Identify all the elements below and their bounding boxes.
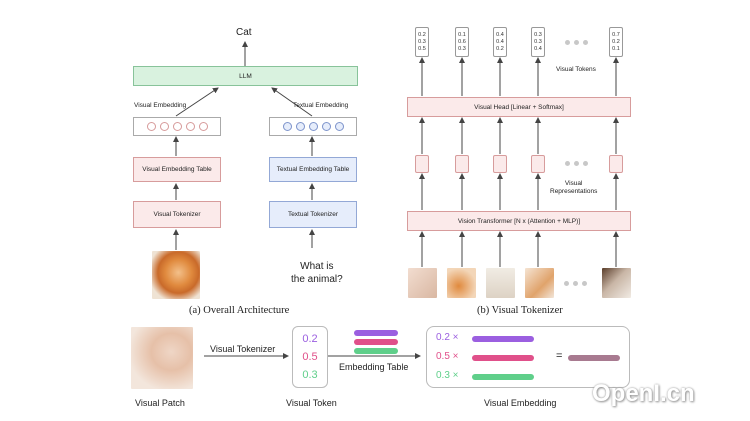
representation-cell bbox=[415, 155, 429, 173]
ellipsis-dots bbox=[565, 161, 588, 166]
ellipsis-dots bbox=[565, 40, 588, 45]
token-probabilities: 0.4 0.4 0.2 bbox=[493, 27, 507, 57]
visual-tokens-label: Visual Tokens bbox=[556, 66, 596, 73]
weight-label-2: 0.5 × bbox=[436, 351, 459, 362]
vision-transformer-block: Vision Transformer [N x (Attention + MLP… bbox=[407, 211, 631, 231]
embedding-circle bbox=[172, 122, 182, 131]
equals-sign: = bbox=[556, 350, 563, 362]
weight-label-1: 0.2 × bbox=[436, 332, 459, 343]
token-value: 0.3 bbox=[534, 38, 542, 45]
token-value: 0.2 bbox=[612, 38, 620, 45]
visual-patch-label: Visual Patch bbox=[135, 398, 185, 408]
representation-cell bbox=[455, 155, 469, 173]
weighted-bar-purple bbox=[472, 336, 534, 342]
result-embedding-bar bbox=[568, 355, 620, 361]
weight-label-3: 0.3 × bbox=[436, 370, 459, 381]
ellipsis-dots bbox=[564, 281, 587, 286]
token-value-3: 0.3 bbox=[302, 369, 318, 381]
embedding-table-label: Embedding Table bbox=[339, 362, 409, 372]
token-value: 0.1 bbox=[612, 45, 620, 52]
token-value: 0.3 bbox=[458, 45, 466, 52]
token-value: 0.2 bbox=[418, 31, 426, 38]
token-value: 0.4 bbox=[534, 45, 542, 52]
token-probabilities: 0.3 0.3 0.4 bbox=[531, 27, 545, 57]
embedding-circle bbox=[159, 122, 169, 131]
token-value: 0.7 bbox=[612, 31, 620, 38]
image-patch bbox=[525, 268, 554, 298]
embedding-circle bbox=[308, 122, 318, 131]
embedding-circle bbox=[198, 122, 208, 131]
embedding-circle bbox=[146, 122, 156, 131]
token-value-2: 0.5 bbox=[302, 351, 318, 363]
image-patch bbox=[447, 268, 476, 298]
textual-tokenizer-block: Textual Tokenizer bbox=[269, 201, 357, 228]
cat-image bbox=[152, 251, 200, 299]
textual-embedding-table: Textual Embedding Table bbox=[269, 157, 357, 182]
visual-head-block: Visual Head [Linear + Softmax] bbox=[407, 97, 631, 117]
visual-tokenizer-block: Visual Tokenizer bbox=[133, 201, 221, 228]
image-patch bbox=[408, 268, 437, 298]
visual-representations-label: Visual Representations bbox=[550, 180, 598, 195]
watermark: OpenI.cn bbox=[592, 380, 695, 407]
embedding-circle bbox=[321, 122, 331, 131]
visual-embedding-label: Visual Embedding bbox=[484, 398, 557, 408]
embedding-circle bbox=[295, 122, 305, 131]
token-value-1: 0.2 bbox=[302, 333, 318, 345]
token-value: 0.2 bbox=[496, 45, 504, 52]
question-text: What is the animal? bbox=[291, 261, 343, 285]
token-value: 0.5 bbox=[418, 45, 426, 52]
token-value: 0.4 bbox=[496, 31, 504, 38]
embedding-row-green bbox=[354, 348, 398, 354]
token-value: 0.4 bbox=[496, 38, 504, 45]
embedding-row-purple bbox=[354, 330, 398, 336]
token-probabilities: 0.1 0.6 0.3 bbox=[455, 27, 469, 57]
visual-patch-image bbox=[131, 327, 193, 389]
representation-cell bbox=[531, 155, 545, 173]
visual-tokenizer-arrow-label: Visual Tokenizer bbox=[210, 344, 276, 354]
output-label: Cat bbox=[236, 27, 252, 38]
embedding-circle bbox=[185, 122, 195, 131]
token-value: 0.3 bbox=[534, 31, 542, 38]
textual-embedding-label: Textual Embedding bbox=[293, 102, 349, 109]
image-patch bbox=[602, 268, 631, 298]
llm-block: LLM bbox=[133, 66, 358, 86]
token-value: 0.1 bbox=[458, 31, 466, 38]
caption-a: (a) Overall Architecture bbox=[189, 305, 290, 316]
token-probabilities: 0.2 0.3 0.5 bbox=[415, 27, 429, 57]
token-value: 0.6 bbox=[458, 38, 466, 45]
visual-token-box: 0.2 0.5 0.3 bbox=[292, 326, 328, 388]
visual-token-label: Visual Token bbox=[286, 398, 337, 408]
embedding-row-magenta bbox=[354, 339, 398, 345]
representation-cell bbox=[493, 155, 507, 173]
weighted-bar-magenta bbox=[472, 355, 534, 361]
image-patch bbox=[486, 268, 515, 298]
token-value: 0.3 bbox=[418, 38, 426, 45]
embedding-circle bbox=[282, 122, 292, 131]
textual-embedding-vector bbox=[269, 117, 357, 136]
representation-cell bbox=[609, 155, 623, 173]
visual-embedding-table: Visual Embedding Table bbox=[133, 157, 221, 182]
embedding-circle bbox=[334, 122, 344, 131]
visual-embedding-vector bbox=[133, 117, 221, 136]
caption-b: (b) Visual Tokenizer bbox=[477, 305, 563, 316]
visual-embedding-label: Visual Embedding bbox=[134, 102, 187, 109]
weighted-bar-green bbox=[472, 374, 534, 380]
token-probabilities: 0.7 0.2 0.1 bbox=[609, 27, 623, 57]
